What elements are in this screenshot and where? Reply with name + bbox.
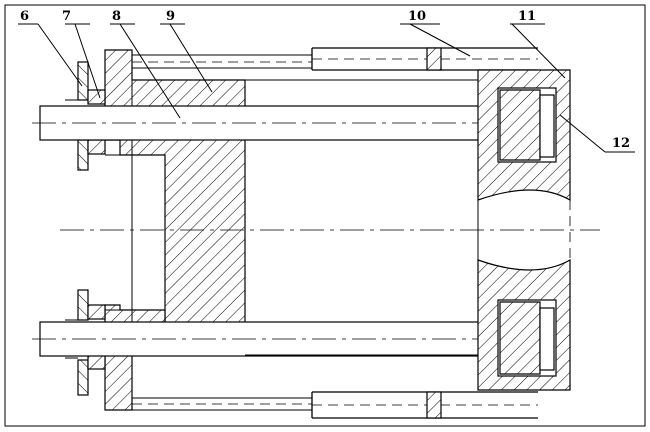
lower-nut-7 (87, 304, 106, 320)
top-housing (132, 47, 538, 71)
label-10: 10 (408, 9, 426, 24)
lower-plate-6-lower (77, 359, 89, 396)
upper-piston (499, 89, 541, 161)
lower-plate-6 (77, 289, 89, 321)
label-12: 12 (612, 136, 630, 151)
upper-shaft (39, 105, 501, 141)
label-6: 6 (20, 9, 29, 24)
label-11: 11 (518, 9, 536, 24)
upper-nut-7 (87, 89, 106, 105)
bottom-seal-block (426, 391, 442, 419)
label-9: 9 (166, 9, 175, 24)
label-8: 8 (112, 9, 121, 24)
lower-piston (499, 301, 541, 375)
drawing-frame (4, 4, 646, 427)
upper-plate-6 (77, 61, 89, 101)
lower-pocket-gap (539, 307, 555, 371)
leader-lines (18, 23, 635, 153)
top-seal-block (426, 47, 442, 71)
upper-plate-6-lower (77, 139, 89, 171)
bottom-housing (132, 391, 538, 419)
lower-shaft (39, 321, 501, 357)
label-7: 7 (62, 9, 71, 24)
left-flange-upper (104, 49, 246, 326)
lower-nut-7b (87, 354, 106, 370)
upper-nut-7b (87, 139, 106, 155)
upper-pocket-gap (539, 94, 555, 158)
